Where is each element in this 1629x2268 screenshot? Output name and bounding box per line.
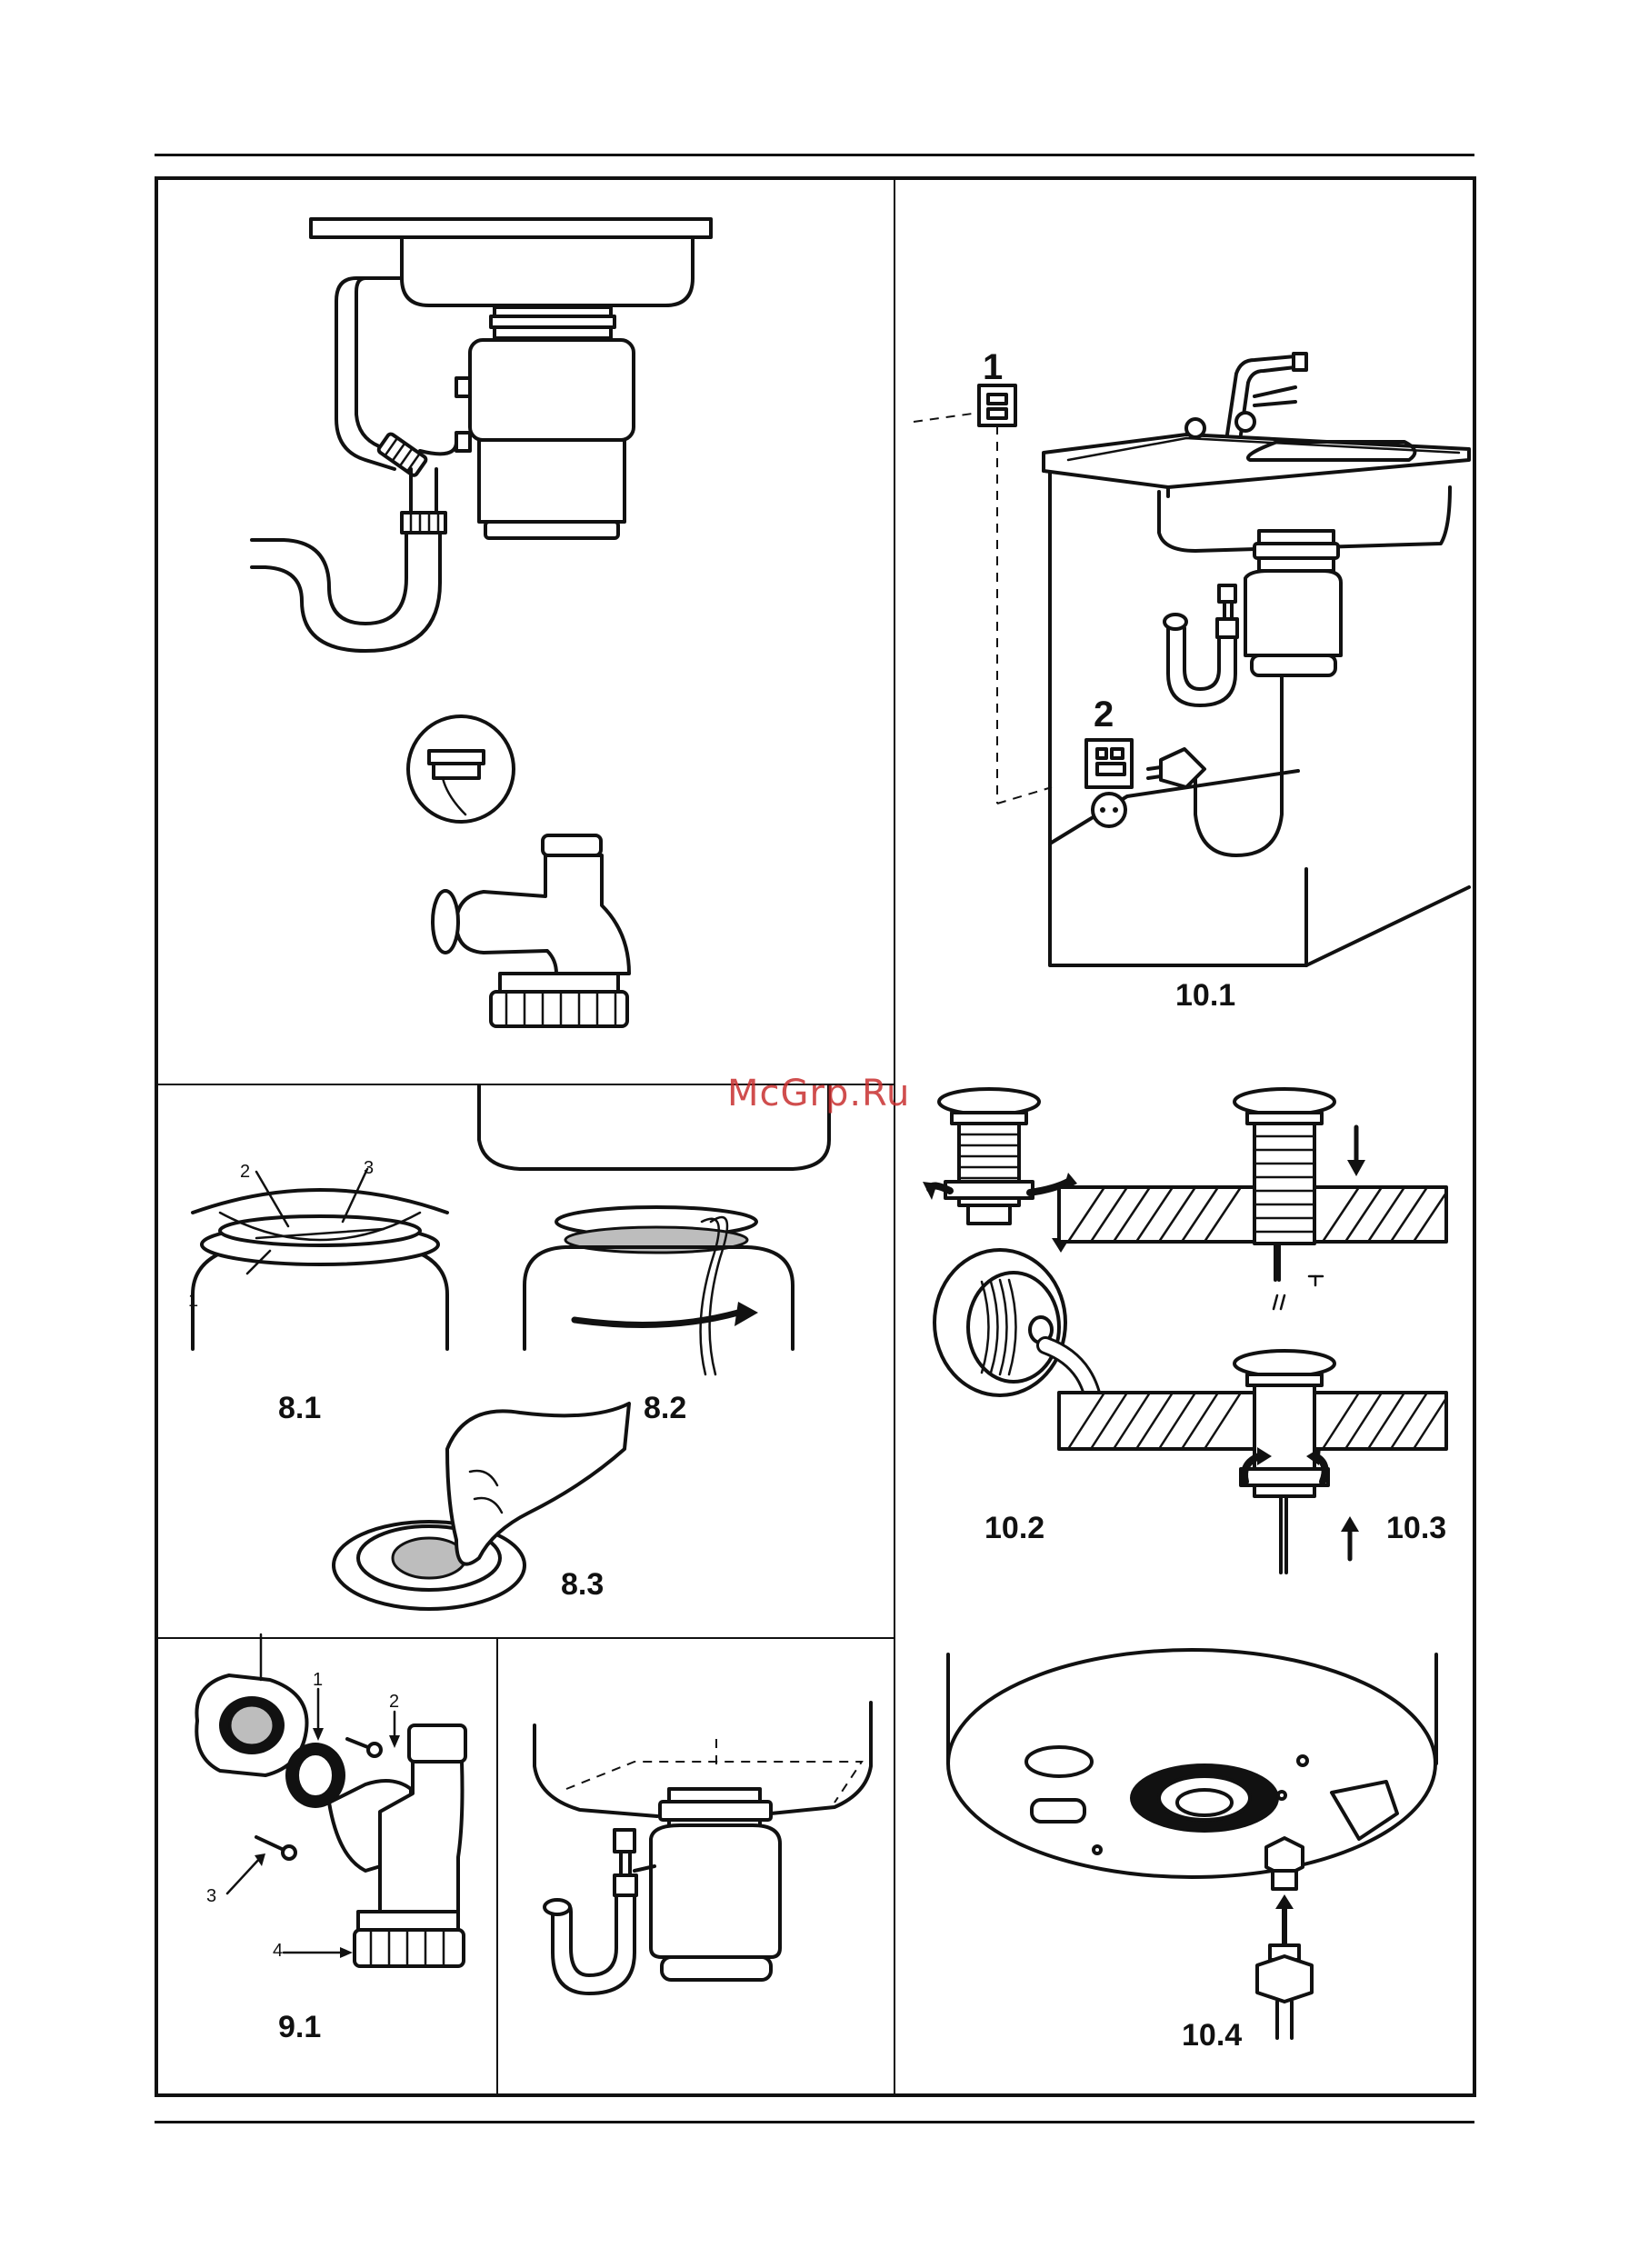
fig-8-1-callout-2: 2	[240, 1162, 250, 1183]
fig-8-1-callout-3: 3	[364, 1158, 374, 1179]
fig-9-1-label: 9.1	[278, 2010, 321, 2045]
panel-fig-8: 2 3 1 8.1 8.2 8.3	[156, 1085, 894, 1637]
panel-fig-10-2-10-3: 10.2 10.3	[895, 1064, 1469, 1591]
fig-10-1-callout-2: 2	[1094, 694, 1114, 735]
fig-9-1-callout-4: 4	[273, 1941, 283, 1962]
panel-fig-9-1: 1 2 3 4 9.1	[156, 1639, 496, 2093]
panel-disposer-installed	[156, 178, 894, 1084]
fig-9-1-exploded-drawing	[156, 1639, 496, 2093]
fig-8-drawing	[156, 1085, 894, 1637]
fig-8-3-label: 8.3	[561, 1567, 604, 1603]
fig-10-3-label: 10.3	[1386, 1511, 1446, 1546]
fig-9-1-callout-3: 3	[206, 1886, 216, 1907]
fig-10-1-label: 10.1	[1175, 978, 1235, 1014]
fig-8-2-label: 8.2	[644, 1391, 686, 1426]
disposer-under-basin-drawing	[498, 1639, 894, 2093]
panel-fig-10-4: 10.4	[895, 1636, 1469, 2093]
panel-fig-10-1: 1 2 10.1	[895, 178, 1469, 1064]
fig-9-1-callout-1: 1	[313, 1670, 323, 1691]
fig-8-1-label: 8.1	[278, 1391, 321, 1426]
fig-10-2-10-3-drawing	[895, 1064, 1469, 1591]
fig-10-2-label: 10.2	[984, 1511, 1044, 1546]
fig-8-1-callout-1: 1	[188, 1291, 198, 1312]
fig-9-1-callout-2: 2	[389, 1692, 399, 1713]
fig-10-1-drawing	[895, 178, 1469, 1064]
watermark-text: McGrp.Ru	[727, 1073, 910, 1114]
panel-disposer-under-basin	[498, 1639, 894, 2093]
footer-rule	[155, 2121, 1474, 2123]
fig-10-1-callout-1: 1	[983, 347, 1003, 388]
disposer-under-sink-drawing	[156, 178, 894, 1084]
header-rule	[155, 154, 1474, 156]
fig-10-4-label: 10.4	[1182, 2018, 1242, 2053]
